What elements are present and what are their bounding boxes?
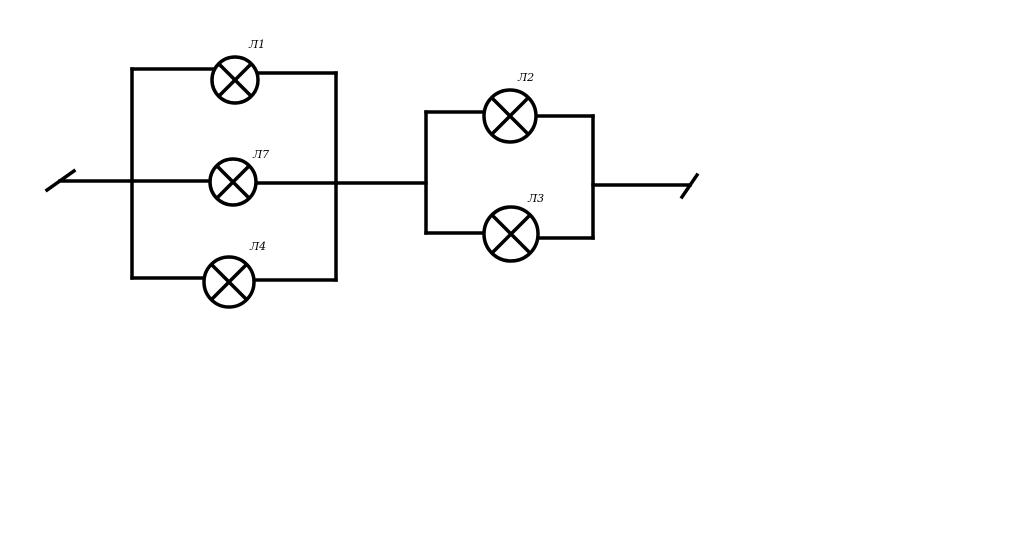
lamp-7: Л7 xyxy=(208,148,269,207)
lamp-1-label: Л1 xyxy=(248,38,265,51)
lamp-4-label: Л4 xyxy=(249,240,266,253)
lamp-7-label: Л7 xyxy=(252,148,269,161)
lamp-3: Л3 xyxy=(482,192,544,263)
lamp-2: Л2 xyxy=(482,71,538,144)
lamp-4: Л4 xyxy=(202,240,266,309)
right-terminal-mark xyxy=(679,172,700,200)
lamp-3-label: Л3 xyxy=(527,192,544,205)
lamp-2-label: Л2 xyxy=(517,71,534,84)
lamp-1: Л1 xyxy=(210,38,265,105)
